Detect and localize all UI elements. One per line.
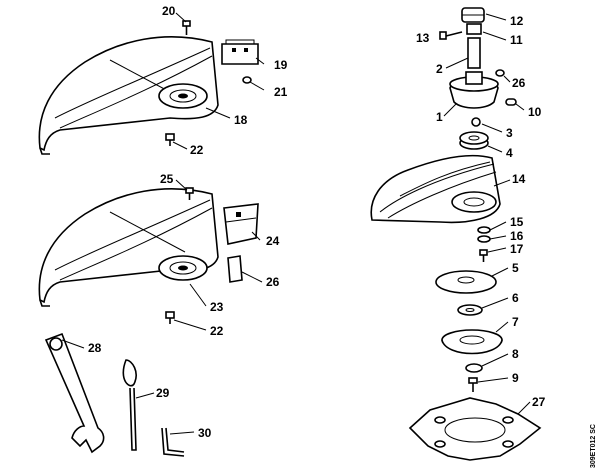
blade-star-part-28 (408, 397, 542, 461)
washers-part-15-16 (477, 226, 491, 243)
callout-11: 11 (510, 33, 523, 47)
screw-part-9 (468, 377, 478, 392)
callout-25: 26 (266, 275, 280, 289)
callout-26: 25 (160, 172, 174, 186)
callout-31: 30 (198, 426, 212, 440)
deflector-guard-lower (38, 188, 219, 307)
deflector-part-14 (370, 154, 501, 224)
callout-14: 14 (512, 172, 526, 186)
wire-tool-part-30 (122, 359, 137, 451)
callout-12: 12 (510, 14, 524, 28)
callout-22-upper: 22 (190, 143, 204, 157)
callout-8: 8 (512, 347, 519, 361)
shaft-part-2 (467, 37, 481, 69)
callout-19: 19 (274, 58, 288, 72)
leader-lines (61, 12, 531, 435)
callout-30: 29 (156, 386, 170, 400)
callout-17: 17 (510, 242, 524, 256)
pin-part-10 (505, 98, 517, 106)
callout-27: 26 (512, 76, 526, 90)
callout-24: 24 (266, 234, 280, 248)
small-screw-part-20 (182, 20, 191, 35)
nut-part-8 (465, 363, 483, 373)
part-callouts: 20 19 21 18 22 25 24 26 23 22 28 29 30 1… (88, 4, 546, 440)
callout-28: 27 (532, 395, 546, 409)
callout-2: 2 (436, 62, 443, 76)
callout-16: 16 (510, 229, 524, 243)
clamp-part-12 (461, 7, 485, 23)
callout-1: 1 (436, 110, 443, 124)
callout-5: 5 (512, 261, 519, 275)
thrust-washer-part-4 (459, 131, 489, 150)
deflector-guard-upper (38, 36, 219, 155)
drawing-code: 309ET012 SC (590, 424, 597, 468)
callout-3: 3 (506, 126, 513, 140)
wrench-part-29 (44, 332, 105, 454)
nut-part-3 (471, 117, 481, 127)
callout-15: 15 (510, 215, 524, 229)
screw-part-17 (479, 249, 488, 262)
disc-part-5 (435, 270, 497, 294)
callout-29: 28 (88, 341, 102, 355)
callout-4: 4 (506, 146, 513, 160)
screw-part-22-upper (165, 133, 175, 146)
callout-18: 18 (234, 113, 248, 127)
washer-part-27 (495, 69, 505, 77)
nut-part-21 (242, 76, 252, 84)
callout-23: 23 (210, 300, 224, 314)
gear-head-part-1 (449, 71, 499, 109)
callout-6: 6 (512, 291, 519, 305)
blade-part-24 (223, 203, 259, 245)
callout-22-lower: 22 (210, 324, 224, 338)
callout-10: 10 (528, 105, 542, 119)
callout-21: 21 (274, 85, 288, 99)
callout-13: 13 (416, 31, 430, 45)
cup-part-7 (441, 329, 503, 355)
washer-part-6 (457, 304, 483, 316)
callout-20: 20 (162, 4, 176, 18)
hex-key-part-31 (161, 427, 185, 457)
bracket-part-19 (221, 39, 259, 65)
callout-9: 9 (512, 371, 519, 385)
small-screw-part-26 (185, 187, 194, 200)
screw-part-13 (439, 31, 463, 40)
screw-part-22-lower (165, 311, 175, 324)
sleeve-part-11 (466, 23, 482, 35)
callout-7: 7 (512, 315, 519, 329)
plate-part-25 (227, 255, 243, 283)
